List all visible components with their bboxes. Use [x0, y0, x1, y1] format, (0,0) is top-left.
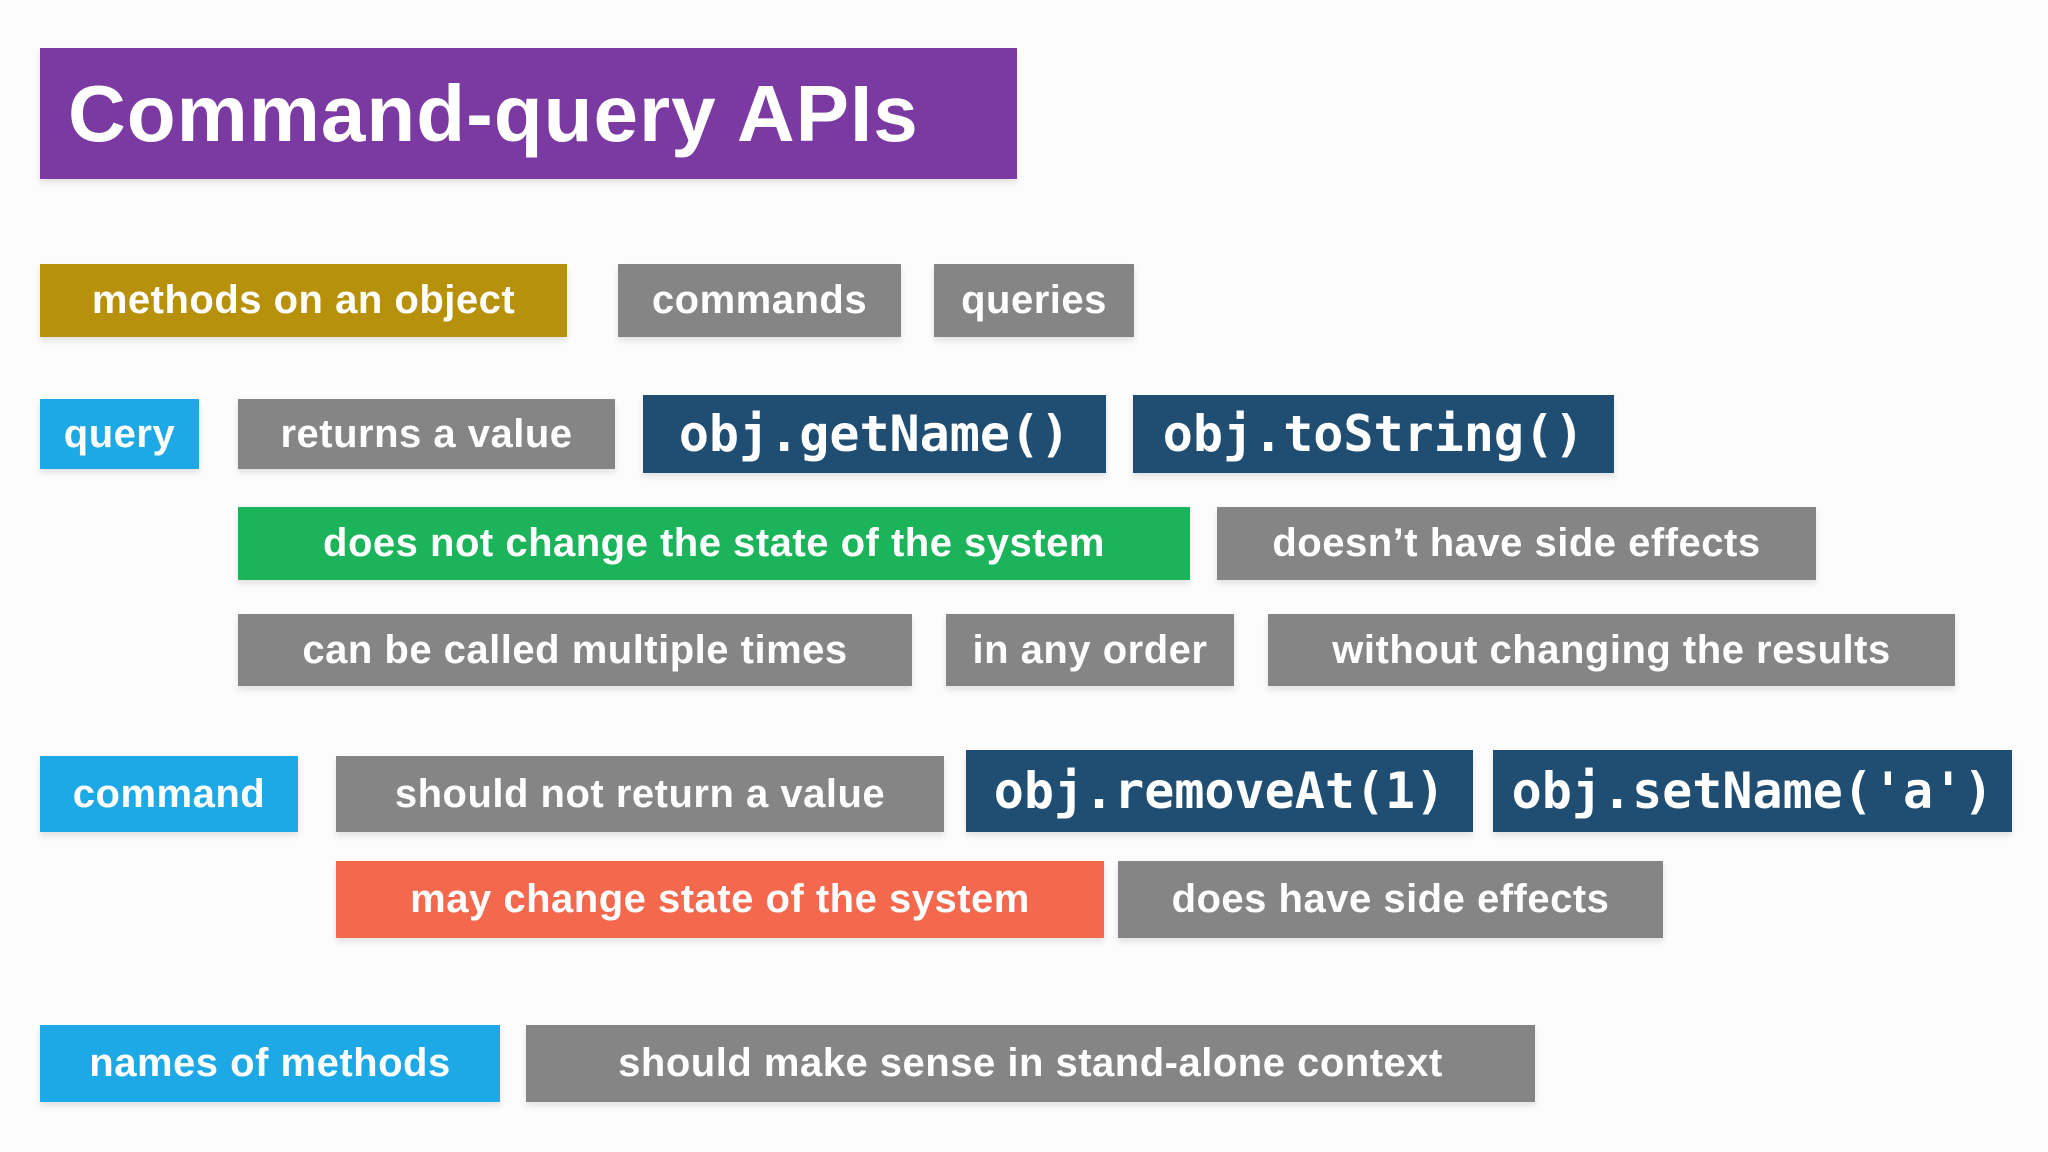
- label-called-multiple-times: can be called multiple times: [238, 614, 912, 686]
- label-methods-on-an-object: methods on an object: [40, 264, 567, 337]
- label-does-not-change-state: does not change the state of the system: [238, 507, 1190, 580]
- label-query: query: [40, 399, 199, 469]
- code-obj-setname: obj.setName('a'): [1493, 750, 2012, 832]
- label-names-of-methods: names of methods: [40, 1025, 500, 1102]
- label-stand-alone-context: should make sense in stand-alone context: [526, 1025, 1535, 1102]
- label-commands: commands: [618, 264, 901, 337]
- code-obj-getname: obj.getName(): [643, 395, 1106, 473]
- label-in-any-order: in any order: [946, 614, 1234, 686]
- label-returns-a-value: returns a value: [238, 399, 615, 469]
- code-obj-removeat: obj.removeAt(1): [966, 750, 1473, 832]
- label-should-not-return-value: should not return a value: [336, 756, 944, 832]
- label-without-changing-results: without changing the results: [1268, 614, 1955, 686]
- label-command: command: [40, 756, 298, 832]
- slide-title: Command-query APIs: [40, 48, 1017, 179]
- label-does-have-side-effects: does have side effects: [1118, 861, 1663, 938]
- label-queries: queries: [934, 264, 1134, 337]
- label-may-change-state: may change state of the system: [336, 861, 1104, 938]
- label-no-side-effects: doesn’t have side effects: [1217, 507, 1816, 580]
- code-obj-tostring: obj.toString(): [1133, 395, 1614, 473]
